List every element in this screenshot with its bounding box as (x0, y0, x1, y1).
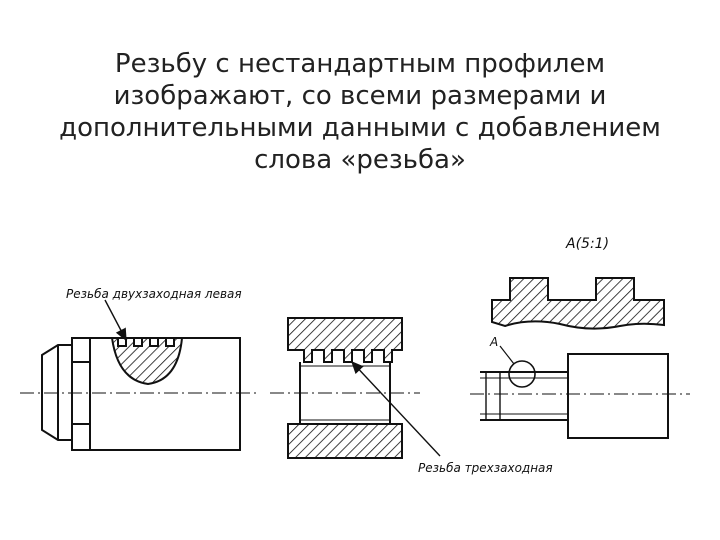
slide-title: Резьбу с нестандартным профилем изобража… (20, 48, 700, 176)
right-shaft-view (470, 345, 690, 439)
title-line-3: дополнительными данными с добавлением (59, 113, 661, 143)
center-sleeve-view (270, 317, 441, 459)
view-marker-label: A (489, 335, 498, 349)
detail-a-profile (491, 277, 665, 330)
title-line-1: Резьбу с нестандартным профилем (114, 49, 606, 79)
center-thread-label: Резьба трехзаходная (418, 461, 553, 475)
detail-label: A(5:1) (565, 236, 609, 252)
left-shaft-view (20, 299, 260, 451)
left-thread-label: Резьба двухзаходная левая (66, 287, 242, 301)
title-line-4: слова «резьба» (254, 145, 466, 175)
title-line-2: изображают, со всеми размерами и (113, 81, 607, 111)
